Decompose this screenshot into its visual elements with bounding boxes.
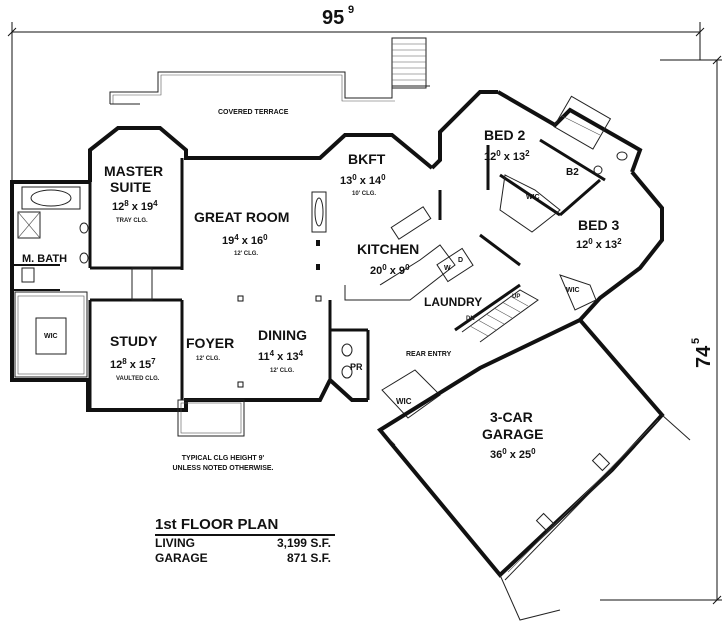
ceiling-note: TYPICAL CLG HEIGHT 9' UNLESS NOTED OTHER… bbox=[138, 454, 308, 474]
room-study: STUDY 128 x 157 VAULTED CLG. bbox=[110, 333, 160, 382]
bkft-name: BKFT bbox=[348, 151, 386, 167]
great-room-name: GREAT ROOM bbox=[194, 209, 289, 225]
laundry-name: LAUNDRY bbox=[424, 295, 482, 309]
rear-entry-name: REAR ENTRY bbox=[406, 351, 452, 358]
study-name: STUDY bbox=[110, 333, 158, 349]
great-room-clg: 12' CLG. bbox=[234, 251, 258, 257]
room-master-suite: MASTER SUITE 128 x 194 TRAY CLG. bbox=[104, 163, 163, 224]
dining-name: DINING bbox=[258, 327, 307, 343]
master-suite-name-1: MASTER bbox=[104, 163, 163, 179]
stair-up-label: UP bbox=[512, 294, 520, 300]
bed3-name: BED 3 bbox=[578, 217, 619, 233]
summary-label: LIVING bbox=[155, 536, 196, 550]
master-wic-label: WIC bbox=[44, 333, 58, 340]
depth-label: 74 bbox=[693, 345, 715, 368]
room-kitchen: KITCHEN 200 x 90 bbox=[357, 241, 419, 277]
columns bbox=[237, 240, 322, 388]
bed3-dim: 120 x 132 bbox=[576, 237, 622, 251]
kitchen-dim: 200 x 90 bbox=[370, 263, 410, 277]
bkft-clg: 10' CLG. bbox=[352, 191, 376, 197]
master-suite-name-2: SUITE bbox=[110, 179, 151, 195]
bed3-wic-name: WIC bbox=[566, 287, 580, 294]
entry-porch bbox=[177, 399, 245, 437]
summary-row-living: LIVING 3,199 S.F. bbox=[155, 536, 335, 551]
room-foyer: FOYER 12' CLG. bbox=[186, 335, 234, 362]
great-room-dim: 194 x 160 bbox=[222, 233, 268, 247]
bkft-dim: 130 x 140 bbox=[340, 173, 386, 187]
summary-value: 3,199 S.F. bbox=[276, 536, 331, 550]
dryer-label: D bbox=[458, 257, 463, 264]
summary-title: 1st FLOOR PLAN bbox=[155, 516, 335, 536]
exterior-walls bbox=[10, 90, 664, 412]
garage bbox=[376, 317, 691, 621]
room-garage: 3-CAR GARAGE 360 x 250 bbox=[482, 409, 543, 461]
room-bed2: BED 2 120 x 132 bbox=[484, 127, 530, 163]
interior-stairs: DN UP bbox=[461, 289, 539, 343]
exterior-stair bbox=[391, 37, 427, 89]
room-great-room: GREAT ROOM 194 x 160 12' CLG. bbox=[194, 209, 289, 257]
rear-wic-name: WIC bbox=[396, 397, 412, 406]
study-clg: VAULTED CLG. bbox=[116, 376, 160, 382]
master-bath-label: M. BATH bbox=[22, 253, 67, 265]
ceiling-note-line-1: TYPICAL CLG HEIGHT 9' bbox=[181, 455, 265, 462]
b2-fixtures bbox=[553, 95, 628, 175]
master-suite-clg: TRAY CLG. bbox=[116, 218, 148, 224]
summary-value: 871 S.F. bbox=[286, 551, 331, 565]
covered-terrace: COVERED TERRACE bbox=[109, 71, 430, 116]
bed2-name: BED 2 bbox=[484, 127, 525, 143]
master-suite-dim: 128 x 194 bbox=[112, 199, 158, 213]
depth-sup: 5 bbox=[690, 338, 702, 344]
depth-dimension: 74 5 bbox=[600, 55, 722, 605]
pr-name: PR bbox=[350, 362, 363, 372]
bed2-wic bbox=[499, 174, 561, 233]
powder-room-fixtures bbox=[341, 343, 353, 379]
foyer-name: FOYER bbox=[186, 335, 234, 351]
width-label: 95 bbox=[322, 7, 344, 29]
dining-clg: 12' CLG. bbox=[270, 368, 294, 374]
master-bath-fixtures: M. BATH bbox=[17, 186, 89, 283]
bed3-wic bbox=[559, 274, 597, 311]
width-dimension: 95 9 bbox=[7, 4, 705, 180]
master-wic: WIC bbox=[14, 291, 88, 378]
interior-walls bbox=[12, 138, 606, 410]
room-dining: DINING 114 x 134 12' CLG. bbox=[258, 327, 307, 374]
bed2-dim: 120 x 132 bbox=[484, 149, 530, 163]
room-bkft: BKFT 130 x 140 10' CLG. bbox=[340, 151, 386, 197]
stair-dn-label: DN bbox=[466, 316, 475, 322]
width-sup: 9 bbox=[348, 4, 354, 16]
garage-name-1: 3-CAR bbox=[490, 409, 533, 425]
ceiling-note-line-2: UNLESS NOTED OTHERWISE. bbox=[172, 465, 274, 472]
kitchen-counters: W D bbox=[311, 191, 474, 301]
dining-dim: 114 x 134 bbox=[258, 349, 304, 363]
washer-label: W bbox=[444, 265, 451, 272]
room-bed3: BED 3 120 x 132 bbox=[576, 217, 622, 251]
summary-row-garage: GARAGE 871 S.F. bbox=[155, 551, 335, 566]
kitchen-name: KITCHEN bbox=[357, 241, 419, 257]
study-dim: 128 x 157 bbox=[110, 357, 156, 371]
covered-terrace-label: COVERED TERRACE bbox=[218, 109, 289, 116]
bed2-wic-name: WIC bbox=[526, 194, 540, 201]
garage-dim: 360 x 250 bbox=[490, 447, 536, 461]
floor-plan-summary: 1st FLOOR PLAN LIVING 3,199 S.F. GARAGE … bbox=[155, 516, 335, 566]
garage-name-2: GARAGE bbox=[482, 426, 543, 442]
summary-label: GARAGE bbox=[155, 551, 208, 565]
foyer-clg: 12' CLG. bbox=[196, 356, 220, 362]
b2-name: B2 bbox=[566, 167, 579, 178]
